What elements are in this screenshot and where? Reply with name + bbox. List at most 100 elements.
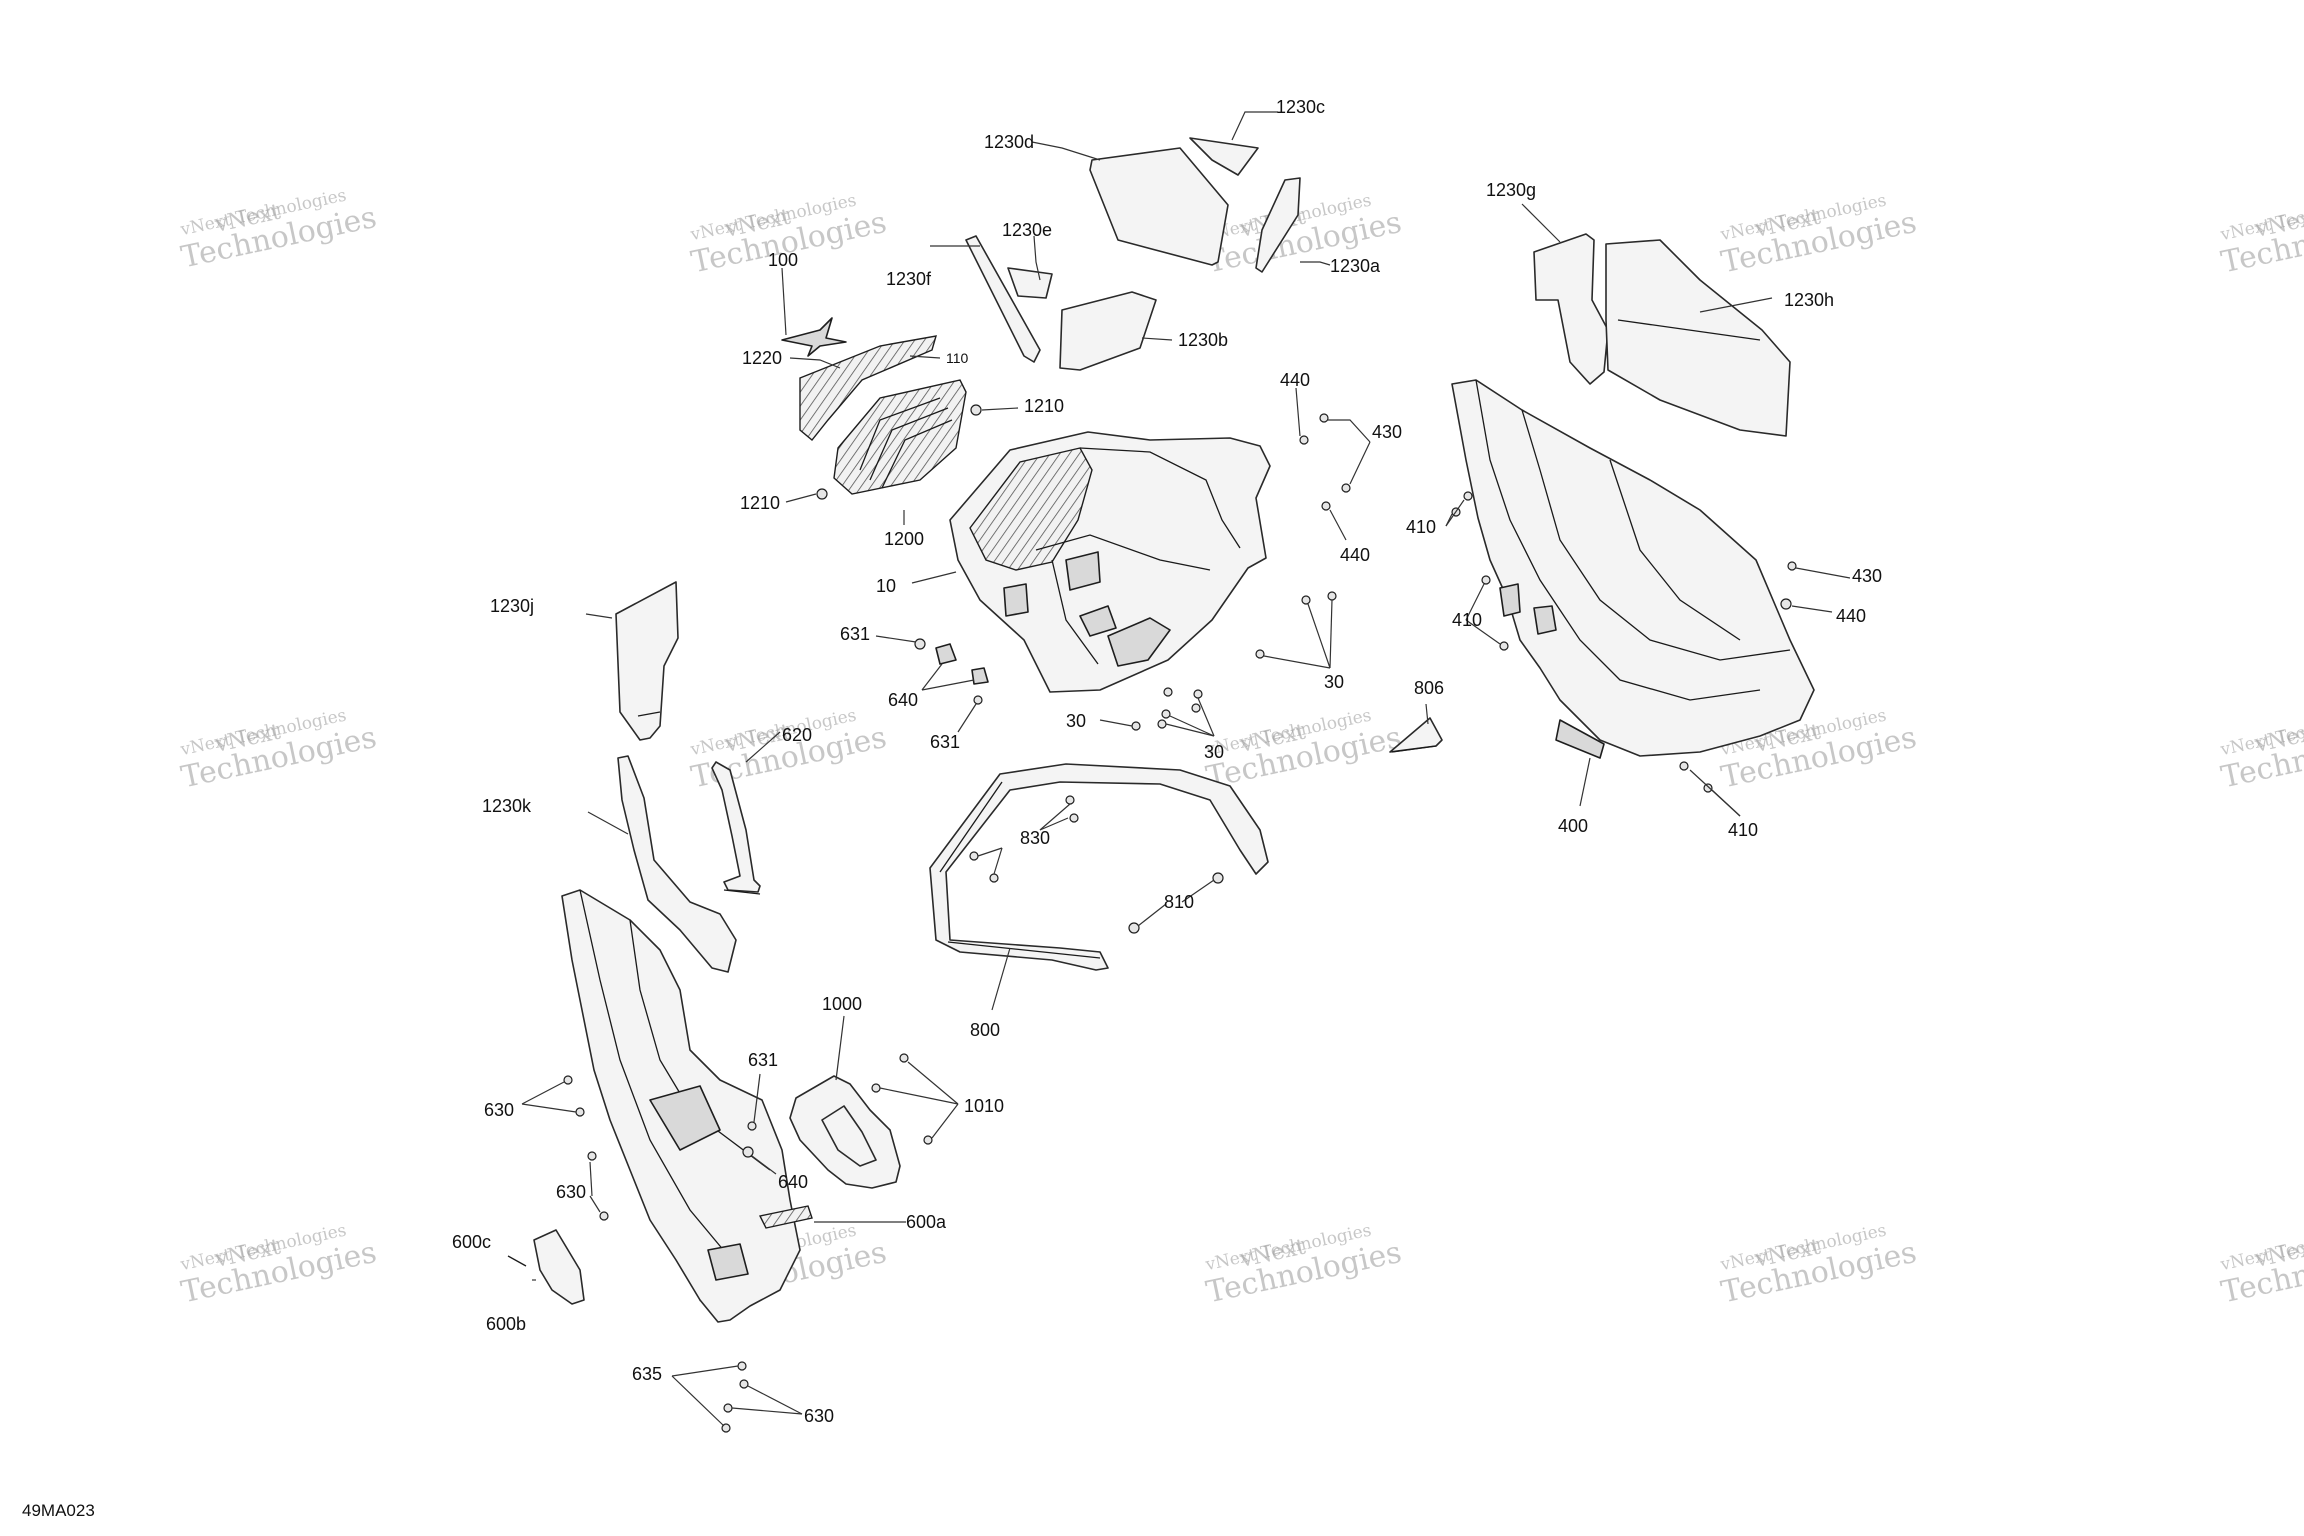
callout-30: 30: [1066, 711, 1086, 731]
fastener-30: [1327, 591, 1337, 601]
callout-430: 430: [1372, 422, 1402, 442]
fastener-810: [1128, 922, 1140, 934]
cover-600b: [533, 1229, 585, 1305]
callout-410: 410: [1452, 610, 1482, 630]
callout-631: 631: [840, 624, 870, 644]
emblem-100: [781, 317, 847, 357]
callout-10: 10: [876, 576, 896, 596]
decal-1230g: [1533, 233, 1609, 385]
decal-1230f: [965, 235, 1041, 363]
decal-1230c: [1189, 137, 1259, 176]
fastener-440: [1780, 598, 1792, 610]
fastener-630: [575, 1107, 585, 1117]
fastener-630: [599, 1211, 609, 1221]
callout-631: 631: [930, 732, 960, 752]
fastener-630: [723, 1403, 733, 1413]
callout-630: 630: [484, 1100, 514, 1120]
callout-440: 440: [1340, 545, 1370, 565]
clip-640: [971, 667, 989, 685]
callout-410: 410: [1406, 517, 1436, 537]
fastener-1010: [923, 1135, 933, 1145]
fastener-1010: [899, 1053, 909, 1063]
fastener-631: [747, 1121, 757, 1131]
bracket-1000: [789, 1075, 901, 1189]
fastener-410: [1703, 783, 1713, 793]
callout-440: 440: [1836, 606, 1866, 626]
figure-code: 49MA023: [22, 1501, 95, 1520]
grille-1200: [833, 379, 967, 495]
watermark: vNext Technologies vNext Technologies: [178, 1220, 380, 1310]
watermark: vNext Technologies vNext Technologies: [688, 705, 890, 795]
fastener-830: [1065, 795, 1075, 805]
watermark: vNext Technologies vNext Technologies: [1718, 190, 1920, 280]
callout-1210: 1210: [1024, 396, 1064, 416]
fastener-410: [1499, 641, 1509, 651]
clip-640: [742, 1146, 754, 1158]
callout-630: 630: [804, 1406, 834, 1426]
decal-1230e: [1007, 267, 1053, 299]
callout-620: 620: [782, 725, 812, 745]
callout-800: 800: [970, 1020, 1000, 1040]
fastener-410: [1481, 575, 1491, 585]
callout-640: 640: [888, 690, 918, 710]
fastener-30: [1131, 721, 1141, 731]
watermark: vNext Technologies vNext Technologies: [178, 185, 380, 275]
fastener-630: [587, 1151, 597, 1161]
fastener-635: [737, 1361, 747, 1371]
callout-1230f: 1230f: [886, 269, 932, 289]
callout-1210: 1210: [740, 493, 780, 513]
fastener-830: [989, 873, 999, 883]
callout-600c: 600c: [452, 1232, 491, 1252]
watermark: vNext Technologies vNext Technologies: [2218, 190, 2304, 280]
callout-400: 400: [1558, 816, 1588, 836]
fastener-430: [1341, 483, 1351, 493]
callout-1010: 1010: [964, 1096, 1004, 1116]
fastener-810: [1212, 872, 1224, 884]
fastener-30: [1163, 687, 1173, 697]
fastener-30: [1255, 649, 1265, 659]
decal-1230a: [1255, 177, 1301, 273]
fastener-30: [1193, 689, 1203, 699]
fastener-830: [1069, 813, 1079, 823]
watermark-group: vNext Technologies vNext Technologies vN…: [178, 185, 2304, 1310]
fastener-830: [969, 851, 979, 861]
callout-810: 810: [1164, 892, 1194, 912]
fastener-630: [739, 1379, 749, 1389]
callout-600b: 600b: [486, 1314, 526, 1334]
callout-1230j: 1230j: [490, 596, 534, 616]
callout-640: 640: [778, 1172, 808, 1192]
callout-1230a: 1230a: [1330, 256, 1381, 276]
decal-1230h: [1605, 239, 1791, 437]
trim-620: [711, 761, 761, 895]
fastener-440: [1321, 501, 1331, 511]
bracket-806: [1389, 717, 1443, 753]
callout-1230k: 1230k: [482, 796, 532, 816]
callout-635: 635: [632, 1364, 662, 1384]
fastener-30: [1301, 595, 1311, 605]
fastener-440: [1299, 435, 1309, 445]
callout-1230g: 1230g: [1486, 180, 1536, 200]
callout-806: 806: [1414, 678, 1444, 698]
fastener-410: [1463, 491, 1473, 501]
bumper-800: [929, 763, 1269, 971]
callout-labels: 1230c 1230d 1230e 1230f 1230a 1230b 1230…: [452, 97, 1882, 1426]
callout-430: 430: [1852, 566, 1882, 586]
trim-1220: [799, 335, 937, 441]
callout-1200: 1200: [884, 529, 924, 549]
fastener-30: [1191, 703, 1201, 713]
callout-630: 630: [556, 1182, 586, 1202]
decal-1230d: [1089, 147, 1229, 266]
screw-600c: [507, 1255, 527, 1267]
fastener-631: [914, 638, 926, 650]
watermark: vNext Technologies vNext Technologies: [1203, 1220, 1405, 1310]
callout-1230b: 1230b: [1178, 330, 1228, 350]
decal-1230j: [615, 581, 679, 741]
callout-30: 30: [1324, 672, 1344, 692]
fastener-30: [1157, 719, 1167, 729]
fastener-30: [1161, 709, 1171, 719]
fastener-430: [1319, 413, 1329, 423]
side-panel-600: [561, 889, 813, 1323]
callout-1230d: 1230d: [984, 132, 1034, 152]
side-panel-400: [1451, 379, 1815, 759]
callout-1230e: 1230e: [1002, 220, 1052, 240]
